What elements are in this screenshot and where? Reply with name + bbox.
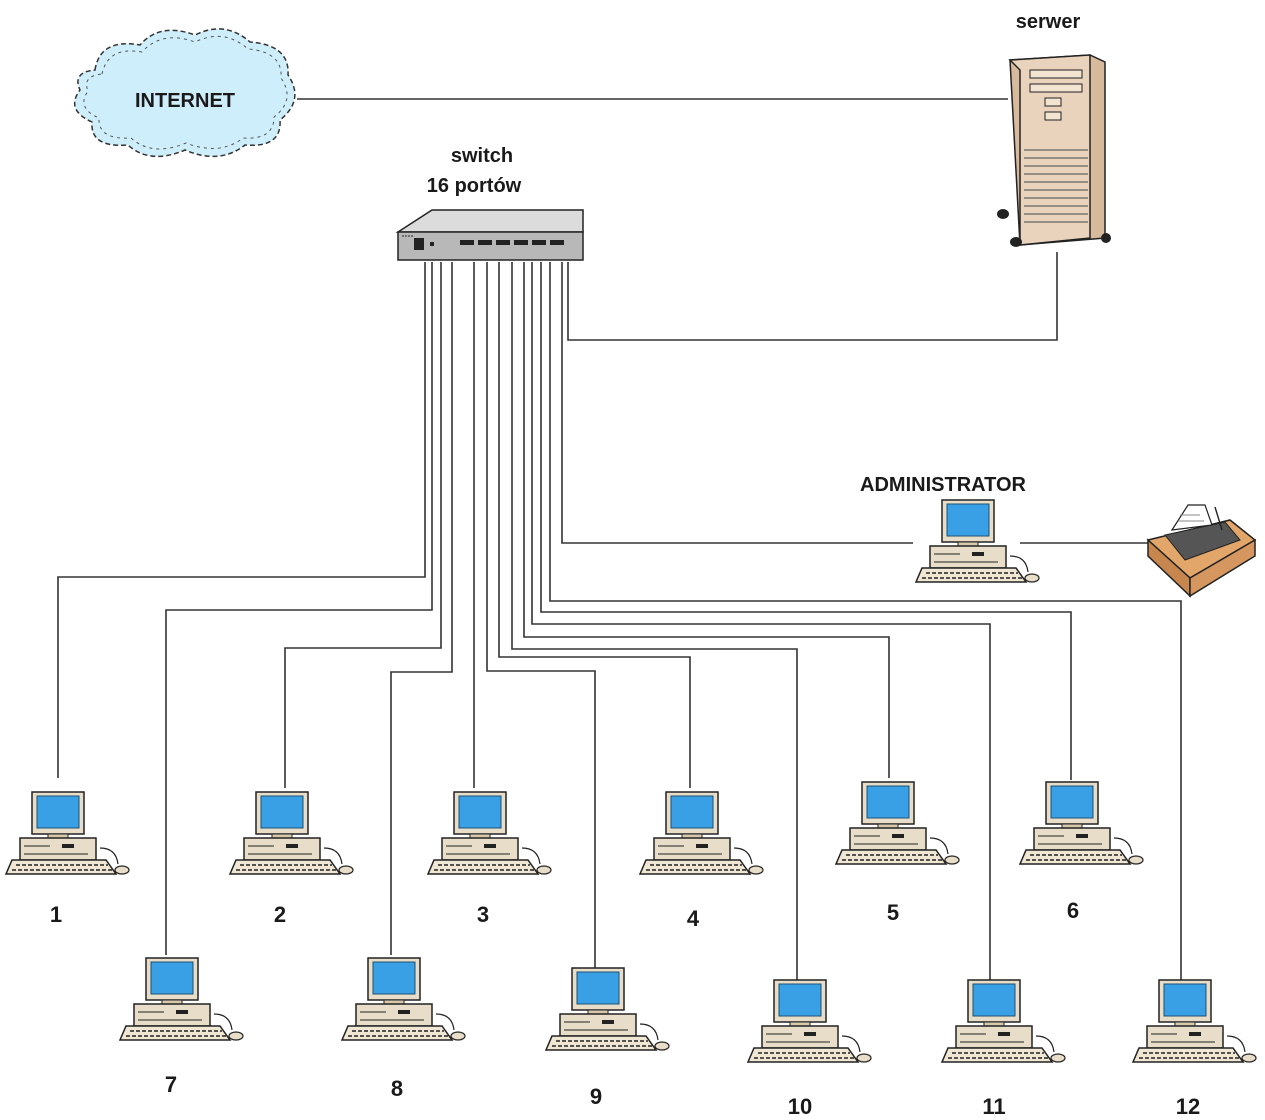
workstation-2: 2: [229, 791, 354, 927]
workstation-8: 8: [341, 957, 466, 1101]
workstation-11: 11: [941, 979, 1066, 1119]
server-label: serwer: [1016, 11, 1081, 33]
link-ws-7: [165, 262, 433, 955]
workstations: 1 2 3 4 5 6 7 8: [5, 781, 1257, 1119]
link-ws-10: [511, 262, 798, 980]
desktop-computer-icon: [1019, 781, 1144, 865]
link-ws-1: [57, 262, 426, 778]
switch-label-line1: switch: [451, 145, 513, 167]
switch-server-link: [567, 252, 1058, 341]
workstation-label: 4: [687, 906, 700, 931]
link-ws-5: [523, 262, 890, 778]
workstation-10: 10: [747, 979, 872, 1119]
link-ws-11: [531, 262, 991, 980]
workstation-label: 10: [788, 1094, 812, 1119]
desktop-computer-icon: [119, 957, 244, 1041]
desktop-computer-icon: [341, 957, 466, 1041]
desktop-computer-icon: [639, 791, 764, 875]
workstation-5: 5: [835, 781, 960, 925]
administrator-node: ADMINISTRATOR: [860, 474, 1040, 583]
switch-label-line2: 16 portów: [427, 175, 522, 197]
link-ws-9: [486, 262, 596, 968]
workstation-12: 12: [1132, 979, 1257, 1119]
workstation-4: 4: [639, 791, 764, 931]
workstation-label: 5: [887, 900, 899, 925]
workstation-label: 7: [165, 1072, 177, 1097]
workstation-label: 12: [1176, 1094, 1200, 1119]
workstation-label: 6: [1067, 898, 1079, 923]
workstation-1: 1: [5, 791, 130, 927]
administrator-label: ADMINISTRATOR: [860, 474, 1026, 496]
workstation-6: 6: [1019, 781, 1144, 923]
link-ws-4: [498, 262, 691, 788]
server-tower-icon: [997, 54, 1111, 247]
switch-admin-link: [561, 262, 913, 544]
workstation-label: 8: [391, 1076, 403, 1101]
printer-icon: [1146, 504, 1257, 598]
workstation-label: 11: [982, 1094, 1005, 1119]
server-node: serwer: [997, 11, 1111, 247]
network-switch-icon: [395, 209, 584, 261]
switch-node: switch 16 portów: [395, 145, 584, 261]
desktop-computer-icon: [545, 967, 670, 1051]
desktop-computer-icon: [229, 791, 354, 875]
internet-node: INTERNET: [73, 28, 296, 158]
cloud-icon: [73, 28, 296, 158]
link-ws-2: [284, 262, 442, 788]
desktop-computer-icon: [5, 791, 130, 875]
workstation-label: 2: [274, 902, 286, 927]
workstation-9: 9: [545, 967, 670, 1109]
workstation-label: 9: [590, 1084, 602, 1109]
workstation-3: 3: [427, 791, 552, 927]
internet-label: INTERNET: [135, 90, 235, 112]
workstation-7: 7: [119, 957, 244, 1097]
workstation-label: 1: [50, 902, 62, 927]
link-ws-12: [549, 262, 1182, 980]
link-ws-8: [390, 262, 453, 955]
workstation-label: 3: [477, 902, 489, 927]
desktop-computer-icon: [1132, 979, 1257, 1063]
desktop-computer-icon: [941, 979, 1066, 1063]
desktop-computer-icon: [747, 979, 872, 1063]
printer-node: [1146, 504, 1257, 598]
desktop-computer-icon: [835, 781, 960, 865]
desktop-computer-icon: [427, 791, 552, 875]
link-ws-6: [540, 262, 1072, 780]
desktop-computer-icon: [915, 499, 1040, 583]
connection-lines: [57, 98, 1182, 980]
